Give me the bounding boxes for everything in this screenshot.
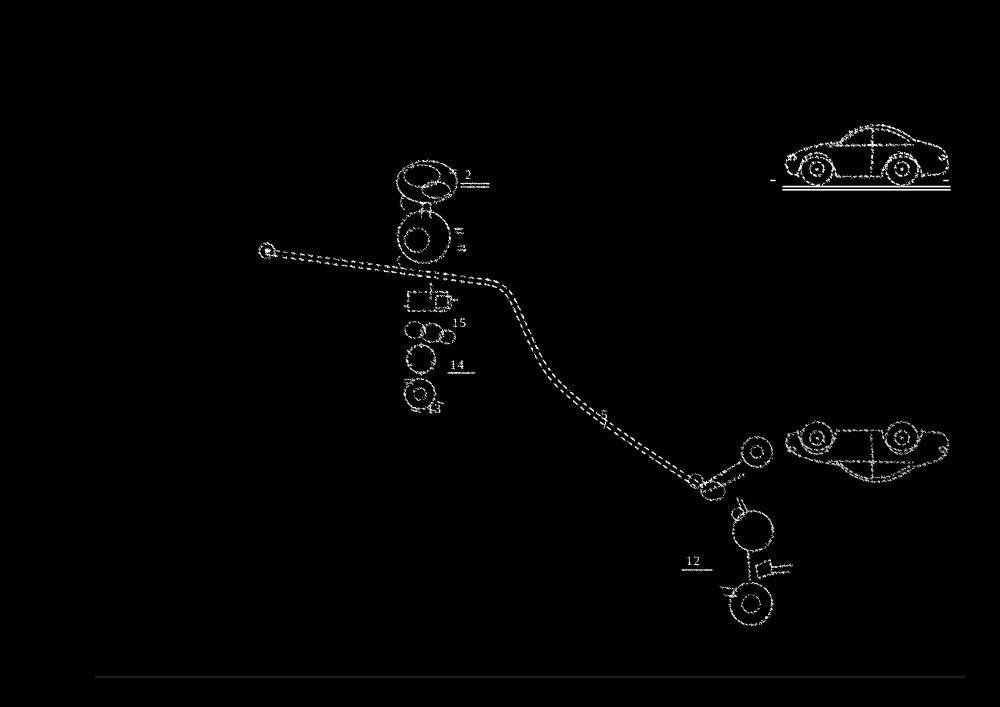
lever-cluster [404,321,456,345]
control-cable [258,242,702,489]
linkage-assembly [403,282,459,413]
shifter-boot-cluster [397,210,467,267]
rear-drum-upper [732,510,774,552]
rear-mechanism [688,436,793,626]
label-rear-mechanism: 12 [681,553,713,571]
ground-line [770,179,952,191]
mid-gear [406,342,436,376]
lower-gear [404,378,445,413]
shifter-assembly [396,160,467,267]
cable-end-fitting [258,242,276,260]
label-mid-gear-text: 14 [450,357,465,372]
label-cable: 5 [601,407,609,429]
bracket-box [407,291,449,312]
linkage-labels: 15 14 . 13 [427,315,476,416]
label-cable-text: 5 [601,407,609,422]
label-knob: 2 [449,167,490,188]
label-rear-mechanism-text: 12 [686,553,701,568]
label-knob-text: 2 [465,167,473,182]
rear-arm [699,460,745,493]
label-lower-gear-text: 13 [427,401,442,416]
rear-drum-lower [719,582,773,626]
rear-pulley-upper [741,436,773,468]
rear-flag [755,559,793,579]
gear-shifter-knob [396,160,458,210]
label-lever-cluster-text: 15 [452,315,467,330]
